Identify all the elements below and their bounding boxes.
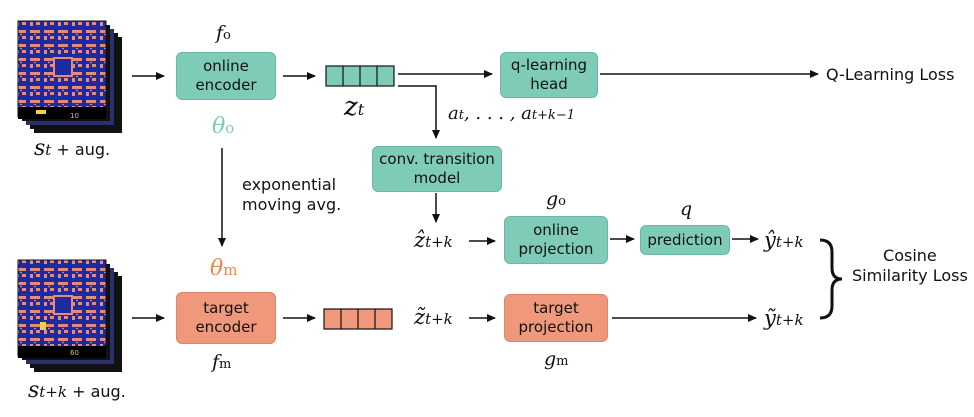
q-learning-head-label: q-learning head xyxy=(510,56,588,93)
actions-rest: , . . . , a xyxy=(463,103,532,124)
z-hat-sub: t+k xyxy=(425,233,453,251)
online-projection-box: online projection xyxy=(504,216,608,264)
q-learning-loss-label: Q-Learning Loss xyxy=(826,65,955,84)
s-tk-main: s xyxy=(28,378,40,403)
target-encoder-label: target encoder xyxy=(195,299,257,336)
prediction-label: prediction xyxy=(647,230,723,249)
f-o-main: f xyxy=(216,22,224,44)
target-encoder-box: target encoder xyxy=(176,292,276,344)
s-t-aug-label: st + aug. xyxy=(34,136,110,161)
latent-vector-online xyxy=(325,65,395,87)
online-projection-label: online projection xyxy=(518,221,594,258)
g-o-main: g xyxy=(546,188,559,210)
online-encoder-label: online encoder xyxy=(195,57,257,94)
transition-model-label: conv. transition model xyxy=(379,150,495,187)
theta-m-symbol: θm xyxy=(210,256,237,281)
theta-m-main: θ xyxy=(210,256,224,281)
f-m-symbol: fm xyxy=(212,351,231,373)
z-tilde-symbol: z̃t+k xyxy=(414,305,453,329)
q-learning-head-box: q-learning head xyxy=(500,52,598,98)
target-projection-box: target projection xyxy=(504,294,608,342)
s-t-sub: t xyxy=(45,141,52,159)
actions-sub1: t xyxy=(458,108,464,123)
pacman-frame-stack-bottom: 60 xyxy=(17,259,122,372)
theta-o-main: θ xyxy=(212,114,226,139)
z-tilde-sub: t+k xyxy=(425,310,453,328)
y-tilde-sub: t+k xyxy=(775,311,804,329)
theta-o-symbol: θo xyxy=(212,114,234,139)
arrows xyxy=(132,70,819,322)
y-hat-sub: t+k xyxy=(775,233,804,251)
g-o-symbol: go xyxy=(546,188,566,210)
curly-brace xyxy=(819,238,843,320)
svg-text:10: 10 xyxy=(70,112,79,120)
target-projection-label: target projection xyxy=(518,299,594,336)
actions-sub2: t+k−1 xyxy=(531,108,576,123)
g-m-main: g xyxy=(544,348,557,370)
z-t-symbol: zt xyxy=(344,92,364,122)
z-t-sub: t xyxy=(357,100,365,119)
s-t-main: s xyxy=(34,136,46,161)
z-tilde-main: z̃ xyxy=(414,305,426,329)
y-hat-main: ŷ xyxy=(764,228,776,252)
g-m-sub: m xyxy=(556,354,569,369)
z-t-main: z xyxy=(344,92,358,122)
cosine-similarity-loss-label: Cosine Similarity Loss xyxy=(852,246,968,285)
actions-a: a xyxy=(448,103,459,124)
z-hat-main: ẑ xyxy=(414,228,426,252)
s-tk-sub: t+k xyxy=(39,383,67,401)
q-symbol: q xyxy=(680,198,693,220)
transition-model-box: conv. transition model xyxy=(372,146,502,192)
f-o-sub: o xyxy=(223,28,231,43)
g-m-symbol: gm xyxy=(544,348,569,370)
arrow-zt-to-transition xyxy=(398,85,440,139)
z-hat-symbol: ẑt+k xyxy=(414,228,453,252)
theta-o-sub: o xyxy=(225,119,235,137)
g-o-sub: o xyxy=(558,194,566,209)
f-m-sub: m xyxy=(219,357,232,372)
s-t-aug: + aug. xyxy=(56,140,111,159)
f-o-symbol: fo xyxy=(216,22,231,44)
actions-label: at, . . . , at+k−1 xyxy=(448,103,575,124)
prediction-box: prediction xyxy=(640,225,730,255)
online-encoder-box: online encoder xyxy=(176,52,276,100)
s-tk-aug: + aug. xyxy=(72,382,126,401)
s-tk-aug-label: st+k + aug. xyxy=(28,378,126,403)
theta-m-sub: m xyxy=(223,261,238,279)
pacman-frame-stack-top: 10 xyxy=(17,20,122,133)
ema-label: exponential moving avg. xyxy=(242,175,342,214)
y-tilde-symbol: ỹt+k xyxy=(764,306,804,330)
f-m-main: f xyxy=(212,351,220,373)
svg-text:60: 60 xyxy=(70,349,79,357)
y-tilde-main: ỹ xyxy=(764,306,776,330)
latent-vector-target xyxy=(323,308,393,330)
y-hat-symbol: ŷt+k xyxy=(764,228,804,252)
